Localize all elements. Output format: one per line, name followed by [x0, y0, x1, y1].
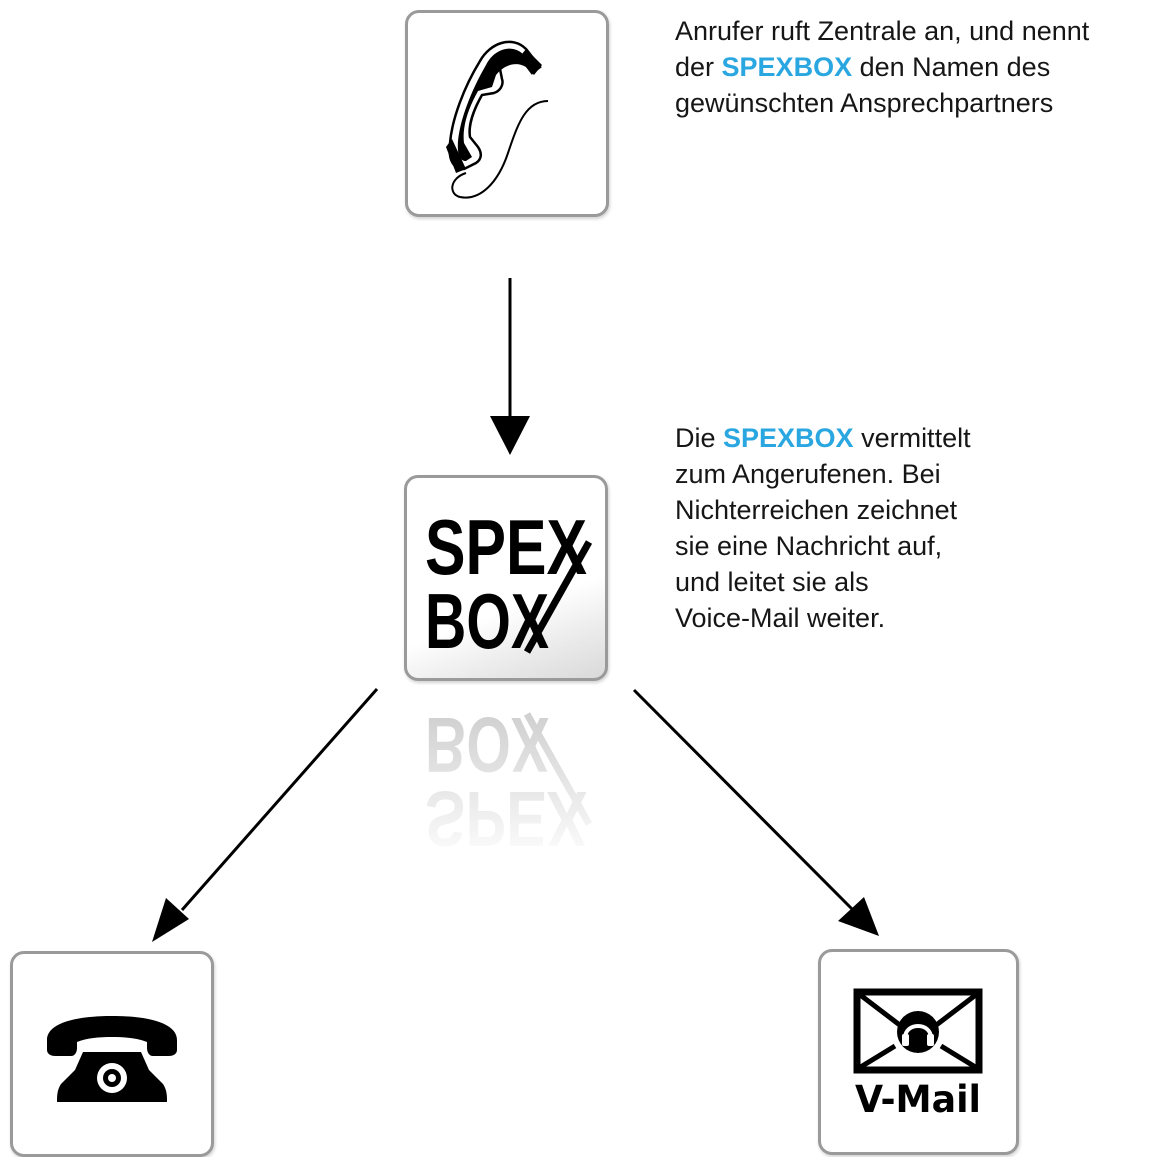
telephone-handset-icon [446, 40, 549, 199]
spexbox-caption-line-4: sie eine Nachricht auf, [675, 531, 943, 561]
spexbox-node: SPEX BOX [404, 475, 608, 681]
desk-telephone-icon [47, 1016, 177, 1102]
vmail-node: V-Mail [818, 949, 1019, 1155]
caller-caption-line-2: der SPEXBOX den Namen des [675, 49, 1161, 85]
spexbox-logo-line-1: SPEX [425, 503, 587, 591]
spexbox-caption-line-2: zum Angerufenen. Bei [675, 459, 941, 489]
spexbox-caption: Die SPEXBOX vermittelt zum Angerufenen. … [675, 420, 1095, 636]
vmail-label: V-Mail [855, 1078, 981, 1121]
spexbox-caption-line-1: Die SPEXBOX vermittelt [675, 420, 1095, 456]
spexbox-highlight: SPEXBOX [723, 423, 854, 453]
caller-caption: Anrufer ruft Zentrale an, und nennt der … [675, 13, 1161, 121]
voicemail-envelope-icon: V-Mail [853, 988, 983, 1121]
caller-caption-line-1: Anrufer ruft Zentrale an, und nennt [675, 16, 1090, 46]
spexbox-caption-line-1-end: vermittelt [853, 423, 971, 453]
arrow-spexbox-to-vmail [632, 688, 879, 936]
caller-caption-line-2-end: den Namen des [852, 52, 1051, 82]
spexbox-caption-line-3: Nichterreichen zeichnet [675, 495, 958, 525]
spexbox-logo: SPEX BOX [425, 503, 593, 665]
caller-caption-line-3: gewünschten Ansprechpartners [675, 88, 1054, 118]
caller-caption-line-2-start: der [675, 52, 722, 82]
desk-phone-node [10, 951, 214, 1157]
spexbox-caption-line-5: und leitet sie als [675, 567, 869, 597]
spexbox-highlight: SPEXBOX [721, 52, 853, 82]
arrow-spexbox-to-desk-phone [152, 688, 379, 942]
spexbox-caption-line-6: Voice-Mail weiter. [675, 603, 886, 633]
caller-node [405, 10, 609, 217]
spexbox-caption-line-1-start: Die [675, 423, 724, 453]
arrow-caller-to-spexbox [490, 278, 530, 455]
